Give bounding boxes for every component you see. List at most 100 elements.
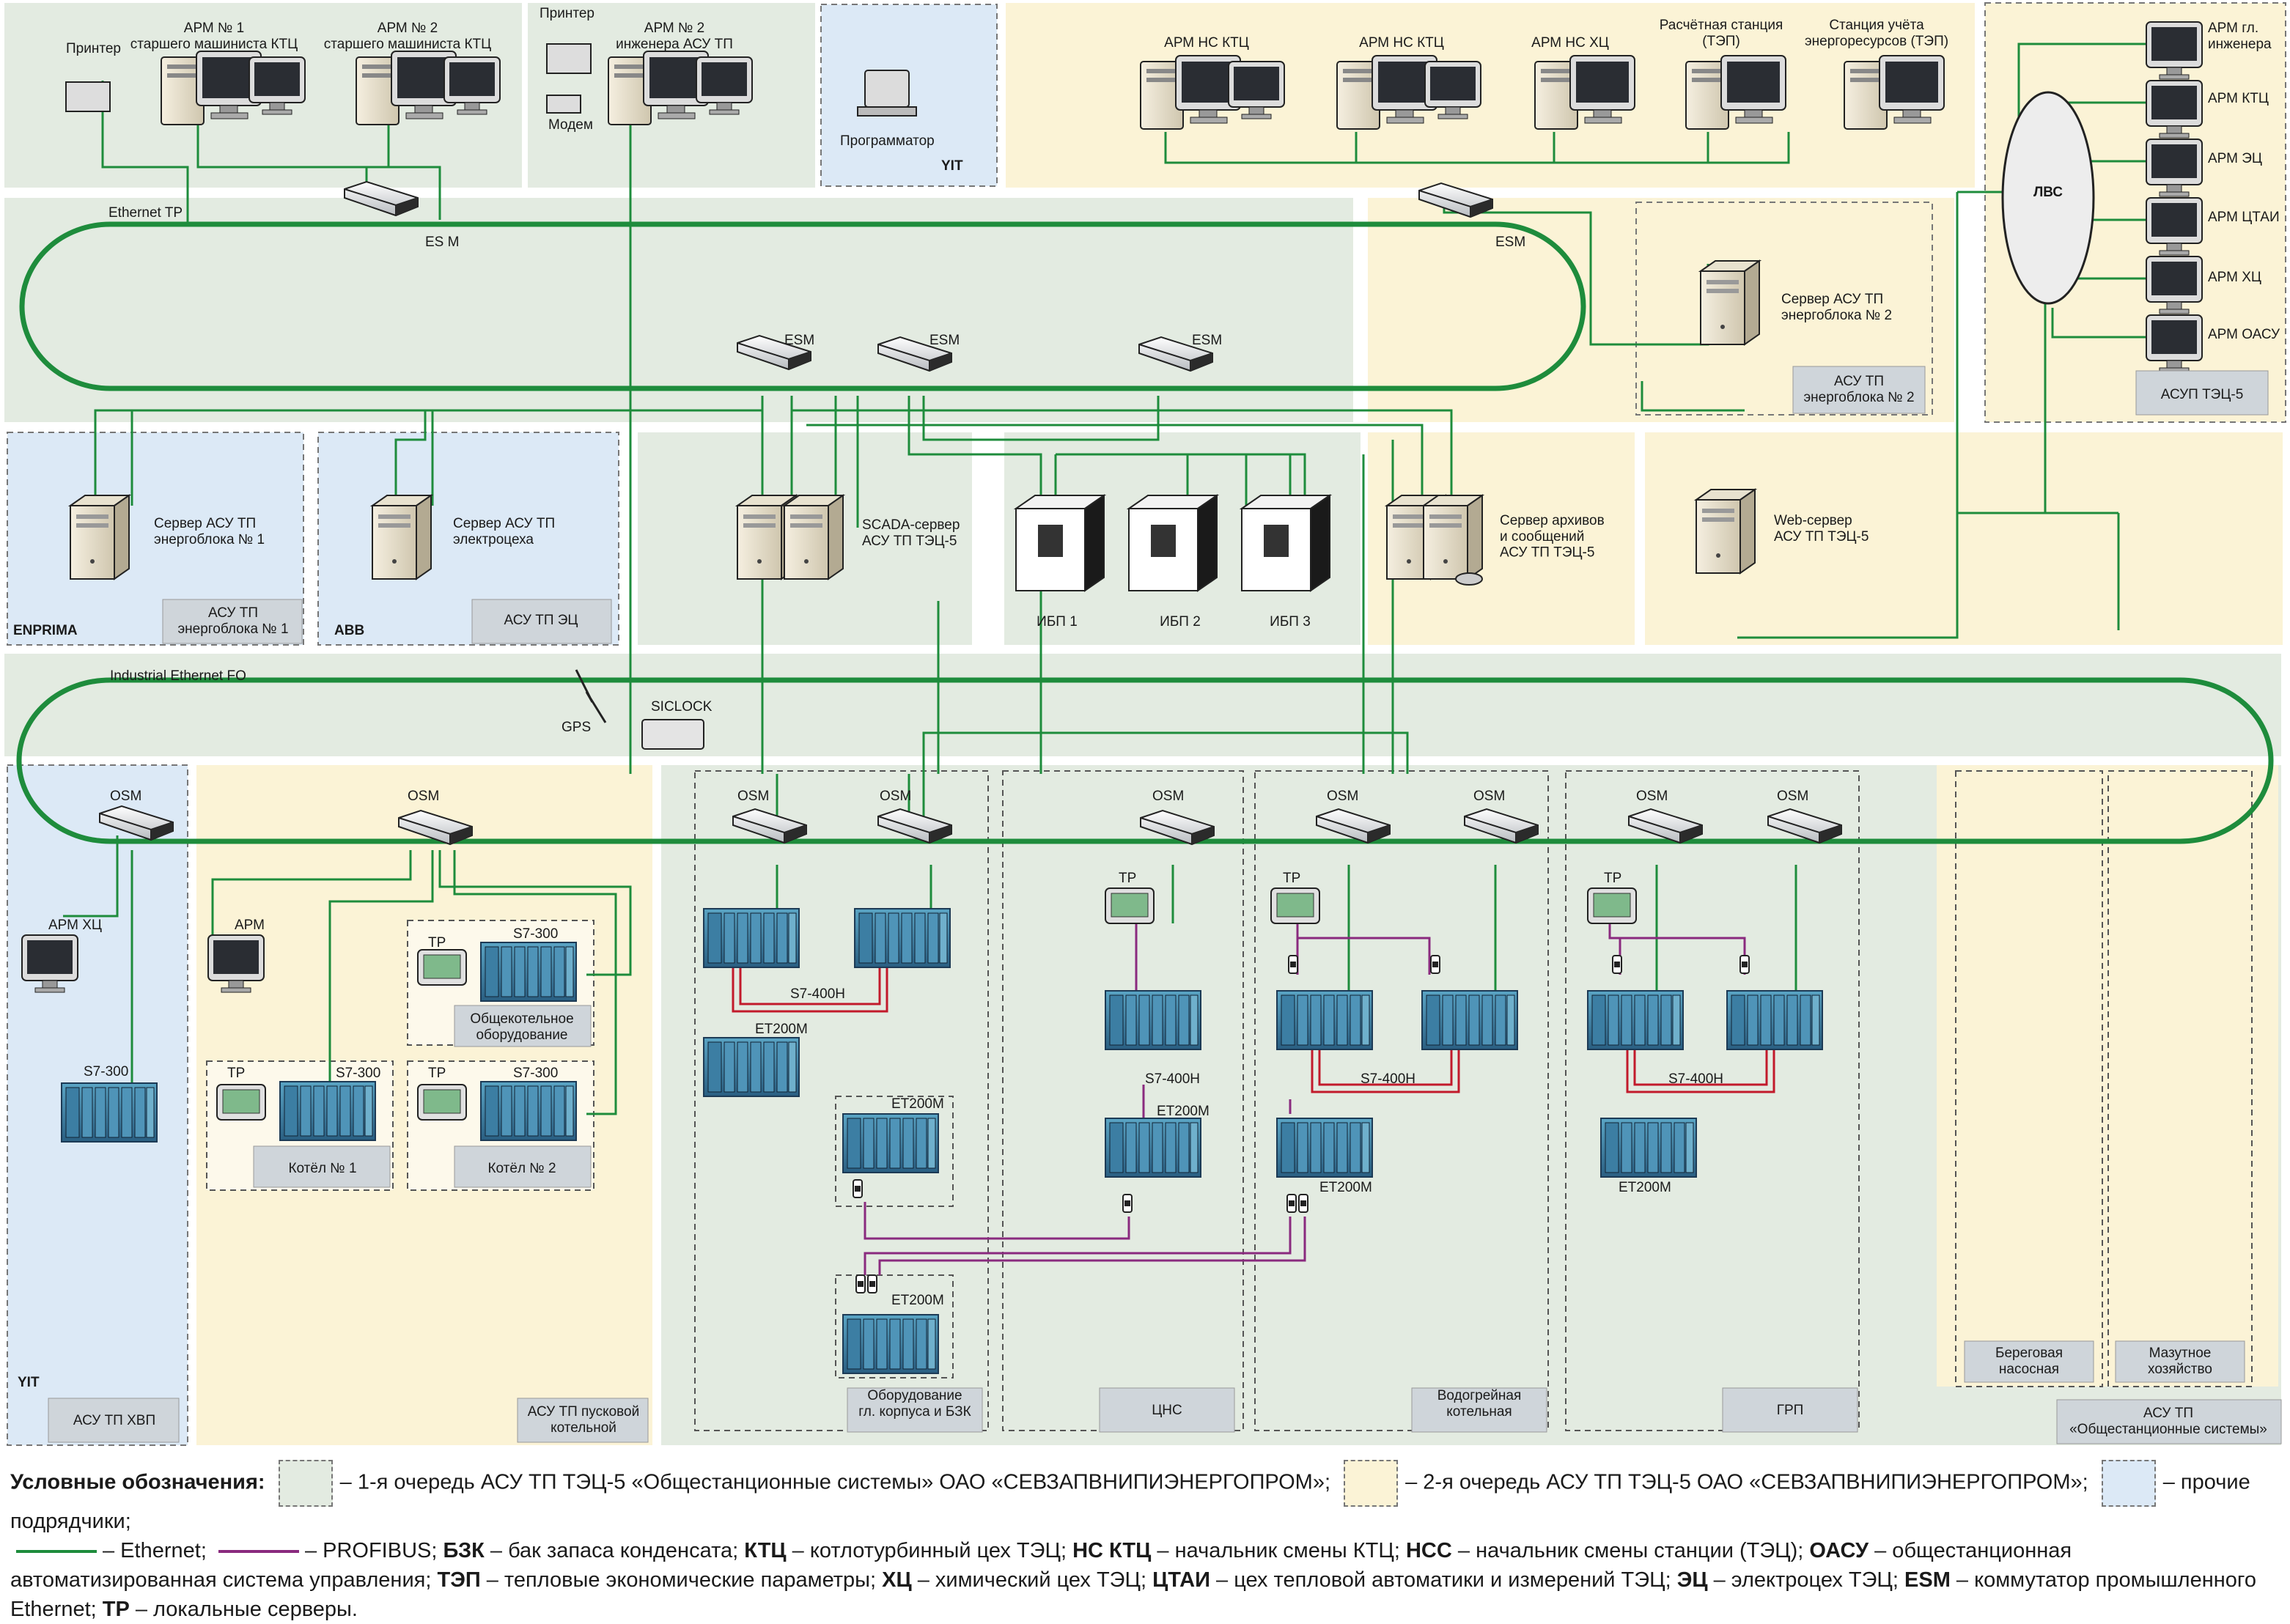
lan-cloud-icon xyxy=(2001,91,2095,305)
printer-icon xyxy=(65,81,111,112)
osm-label: OSM xyxy=(110,789,141,804)
abb-label: ABB xyxy=(334,623,364,638)
tp-label: TP xyxy=(1119,871,1136,886)
plc-icon xyxy=(854,908,951,968)
legend: Условные обозначения: – 1-я очередь АСУ … xyxy=(10,1460,2280,1624)
et200m-label: ET200M xyxy=(755,1022,808,1037)
connector-icon xyxy=(1739,955,1750,974)
asup-item-label: АРМ ОАСУ xyxy=(2208,327,2280,342)
connector-icon xyxy=(1286,1194,1297,1213)
et200m-label: ET200M xyxy=(891,1293,944,1308)
asup-item-label: АРМ гл.инженера xyxy=(2208,21,2272,52)
tp-label: TP xyxy=(428,935,446,951)
ups-icon xyxy=(1241,495,1330,591)
et200m-label: ET200M xyxy=(891,1096,944,1112)
legend-row-1: Условные обозначения: – 1-я очередь АСУ … xyxy=(10,1460,2280,1536)
legend-ethernet-line xyxy=(16,1550,97,1554)
legend-term: НС КТЦ xyxy=(1072,1539,1152,1562)
plc-icon xyxy=(1276,990,1373,1050)
server-icon xyxy=(1700,260,1760,345)
esm-label: ESM xyxy=(929,333,960,348)
legend-term: TP xyxy=(102,1598,130,1621)
printer1-label: Принтер xyxy=(66,41,121,56)
modem-label: Модем xyxy=(548,117,593,133)
asup-item-label: АРМ ХЦ xyxy=(2208,270,2261,285)
legend-title: Условные обозначения: xyxy=(10,1470,265,1494)
industrial-ethernet-ring xyxy=(16,677,2274,844)
arm-label: АРМ xyxy=(235,918,265,933)
tp-panel-icon xyxy=(1587,887,1637,924)
connector-icon xyxy=(1288,955,1298,974)
workstation-icon xyxy=(1685,55,1786,130)
connector-icon xyxy=(855,1274,866,1293)
yit-top-label: YIT xyxy=(941,158,963,174)
legend-def: – химический цех ТЭЦ; xyxy=(917,1568,1147,1592)
osm-label: OSM xyxy=(1777,789,1808,804)
legend-term: БЗК xyxy=(443,1539,485,1562)
ethernet-tp-label: Ethernet TP xyxy=(108,205,183,221)
legend-term: ТЭП xyxy=(437,1568,481,1592)
legend-term: НСС xyxy=(1405,1539,1452,1562)
ethernet-tp-ring xyxy=(19,221,1586,391)
workstation-icon xyxy=(1844,55,1945,130)
legend-row-2: – Ethernet; – PROFIBUS; БЗК – бак запаса… xyxy=(10,1536,2280,1624)
redundancy-links xyxy=(732,960,1775,1093)
connector-icon xyxy=(1122,1194,1133,1213)
tp-panel-icon xyxy=(1270,887,1320,924)
siclock-icon xyxy=(641,719,704,750)
osm-label: OSM xyxy=(880,789,911,804)
plc-icon xyxy=(279,1081,376,1141)
plc-icon xyxy=(1600,1118,1697,1178)
server-icon xyxy=(1696,489,1756,574)
legend-g3: – прочие подрядчики; xyxy=(10,1470,2250,1533)
plc-icon xyxy=(480,1081,577,1141)
tp-label: TP xyxy=(1283,871,1300,886)
arm-ns-hc-label: АРМ НС ХЦ xyxy=(1531,35,1609,51)
connector-icon xyxy=(853,1179,863,1198)
legend-term: КТЦ xyxy=(744,1539,787,1562)
plc-icon xyxy=(842,1314,939,1374)
s7300-label: S7-300 xyxy=(513,1066,558,1081)
siclock-label: SICLOCK xyxy=(651,699,713,715)
boiler2-label: Котёл № 2 xyxy=(487,1161,556,1176)
gps-antenna-icon xyxy=(575,669,607,723)
ups-icon xyxy=(1015,495,1105,591)
ibp-label: ИБП 3 xyxy=(1270,614,1311,630)
plc-icon xyxy=(61,1082,158,1143)
server-icon xyxy=(372,495,432,580)
connector-icon xyxy=(1298,1194,1308,1213)
workstation-icon xyxy=(608,51,709,125)
arm-ns-ktc2-label: АРМ НС КТЦ xyxy=(1359,35,1444,51)
asup-label: АСУП ТЭЦ-5 xyxy=(2161,387,2244,402)
legend-g2: – 2-я очередь АСУ ТП ТЭЦ-5 ОАО «СЕВЗАПВН… xyxy=(1405,1470,2088,1494)
programmer-label: Программатор xyxy=(840,133,935,149)
legend-def: – цех тепловой автоматики и измерений ТЭ… xyxy=(1216,1568,1671,1592)
legend-def: – начальник смены КТЦ; xyxy=(1157,1539,1400,1562)
osm-label: OSM xyxy=(1152,789,1184,804)
plc-icon xyxy=(1587,990,1684,1050)
s7300-label: S7-300 xyxy=(513,926,558,942)
legend-g1: – 1-я очередь АСУ ТП ТЭЦ-5 «Общестанцион… xyxy=(339,1470,1331,1494)
legend-def: – тепловые экономические параметры; xyxy=(486,1568,877,1592)
esm-label: ESM xyxy=(784,333,814,348)
workstation-icon xyxy=(1336,55,1437,130)
et200m-label: ET200M xyxy=(1619,1180,1671,1195)
s7300-label: S7-300 xyxy=(84,1064,128,1079)
legend-term: ЦТАИ xyxy=(1152,1568,1210,1592)
ethernet-links xyxy=(63,43,2155,1115)
workstation-icon xyxy=(356,51,457,125)
